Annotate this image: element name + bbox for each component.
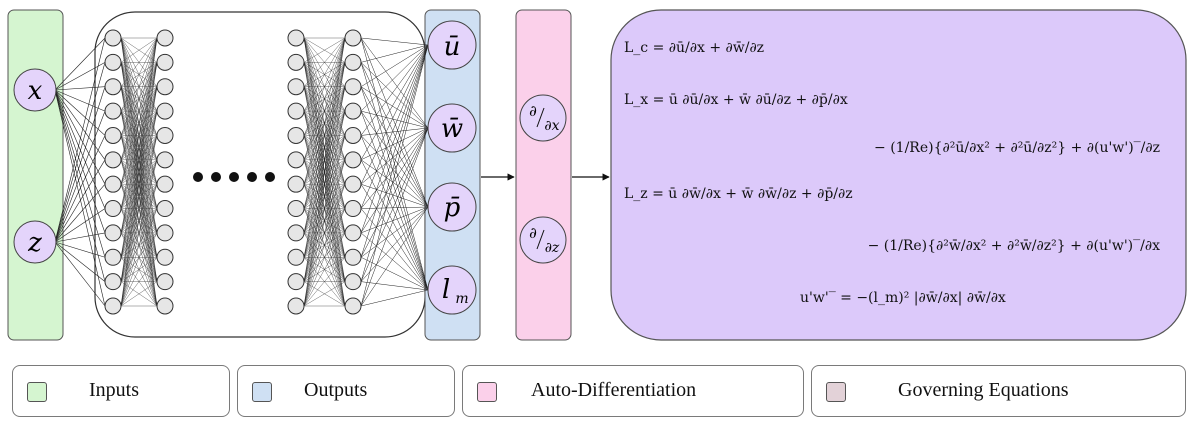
- ellipsis-dots: [193, 172, 275, 182]
- output-node-w: w̄: [427, 103, 477, 153]
- legend-label-equations: Governing Equations: [898, 379, 1069, 401]
- hidden-node: [287, 102, 305, 120]
- hidden-node: [344, 151, 362, 169]
- equation-x-momentum-line2: − (1/Re){∂²ū/∂x² + ∂²ū/∂z²} + ∂(u'w')‾/∂…: [874, 140, 1160, 156]
- hidden-node: [287, 273, 305, 291]
- svg-text:∂: ∂: [529, 224, 537, 242]
- legend-swatch-outputs: [252, 382, 272, 402]
- hidden-node: [287, 53, 305, 71]
- hidden-node: [344, 29, 362, 47]
- hidden-node: [344, 224, 362, 242]
- hidden-node: [344, 273, 362, 291]
- legend-swatch-equations: [826, 382, 846, 402]
- hidden-node: [287, 151, 305, 169]
- hidden-node: [156, 126, 174, 144]
- hidden-node: [104, 224, 122, 242]
- hidden-node: [344, 53, 362, 71]
- svg-text:x: x: [28, 76, 43, 106]
- hidden-node: [287, 175, 305, 193]
- svg-text:∂z: ∂z: [545, 240, 560, 256]
- svg-text:p̄: p̄: [444, 193, 461, 223]
- svg-text:∂: ∂: [529, 102, 537, 120]
- hidden-node: [104, 29, 122, 47]
- hidden-node: [156, 248, 174, 266]
- legend-item-equations: Governing Equations: [811, 365, 1186, 417]
- svg-text:l: l: [442, 275, 450, 305]
- inputs-panel: [7, 9, 64, 341]
- equations-panel: [610, 9, 1187, 341]
- legend-label-outputs: Outputs: [304, 379, 368, 401]
- hidden-node: [104, 297, 122, 315]
- autodiff-node-dx: ∂ ∂x: [519, 94, 567, 142]
- input-node-x: x: [13, 68, 57, 112]
- hidden-node: [104, 151, 122, 169]
- hidden-node: [104, 102, 122, 120]
- equation-z-momentum-line1: L_z = ū ∂w̄/∂x + w̄ ∂w̄/∂z + ∂p̄/∂z: [624, 186, 853, 202]
- output-node-u: ū: [427, 20, 477, 70]
- hidden-node: [104, 273, 122, 291]
- svg-text:∂x: ∂x: [544, 118, 559, 134]
- input-node-z: z: [13, 220, 57, 264]
- hidden-node: [156, 297, 174, 315]
- equations: L_c = ∂ū/∂x + ∂w̄/∂z L_x = ū ∂ū/∂x + w̄ …: [624, 40, 1160, 306]
- svg-text:z: z: [27, 228, 42, 258]
- hidden-node: [344, 175, 362, 193]
- outputs-panel: [424, 9, 481, 341]
- hidden-node: [156, 200, 174, 218]
- svg-text:m: m: [455, 291, 468, 307]
- hidden-node: [156, 53, 174, 71]
- hidden-node: [104, 200, 122, 218]
- hidden-node: [344, 78, 362, 96]
- legend-label-autodiff: Auto-Differentiation: [531, 379, 697, 401]
- hidden-node: [156, 151, 174, 169]
- hidden-node: [287, 297, 305, 315]
- network-edges: [54, 37, 429, 307]
- autodiff-panel: [515, 9, 572, 341]
- hidden-node: [104, 78, 122, 96]
- hidden-node: [287, 29, 305, 47]
- hidden-node: [104, 126, 122, 144]
- hidden-node: [104, 175, 122, 193]
- hidden-node: [287, 78, 305, 96]
- hidden-nodes: [104, 29, 362, 315]
- hidden-node: [156, 175, 174, 193]
- hidden-node: [344, 248, 362, 266]
- hidden-node: [156, 102, 174, 120]
- legend-swatch-inputs: [27, 382, 47, 402]
- legend-item-inputs: Inputs: [12, 365, 230, 417]
- hidden-node: [287, 200, 305, 218]
- hidden-node: [287, 126, 305, 144]
- hidden-node: [104, 248, 122, 266]
- hidden-node: [156, 224, 174, 242]
- svg-text:ū: ū: [444, 32, 461, 62]
- output-node-lm: l m: [427, 265, 477, 315]
- legend-item-outputs: Outputs: [237, 365, 455, 417]
- hidden-node: [156, 273, 174, 291]
- legend-label-inputs: Inputs: [89, 379, 139, 401]
- autodiff-node-dz: ∂ ∂z: [519, 216, 567, 264]
- equation-z-momentum-line2: − (1/Re){∂²w̄/∂x² + ∂²w̄/∂z²} + ∂(u'w')‾…: [868, 238, 1161, 254]
- legend-swatch-autodiff: [477, 382, 497, 402]
- hidden-node: [344, 200, 362, 218]
- legend-item-autodiff: Auto-Differentiation: [462, 365, 804, 417]
- hidden-node: [344, 102, 362, 120]
- equation-closure: u'w'‾ = −(l_m)² |∂w̄/∂x| ∂w̄/∂x: [800, 290, 1006, 306]
- hidden-node: [344, 126, 362, 144]
- equation-continuity: L_c = ∂ū/∂x + ∂w̄/∂z: [624, 40, 764, 56]
- hidden-node: [287, 248, 305, 266]
- hidden-node: [156, 78, 174, 96]
- svg-text:w̄: w̄: [441, 114, 463, 144]
- hidden-node: [287, 224, 305, 242]
- hidden-node: [104, 53, 122, 71]
- output-node-p: p̄: [427, 182, 477, 232]
- hidden-node: [344, 297, 362, 315]
- hidden-node: [156, 29, 174, 47]
- equation-x-momentum-line1: L_x = ū ∂ū/∂x + w̄ ∂ū/∂z + ∂p̄/∂x: [624, 92, 848, 108]
